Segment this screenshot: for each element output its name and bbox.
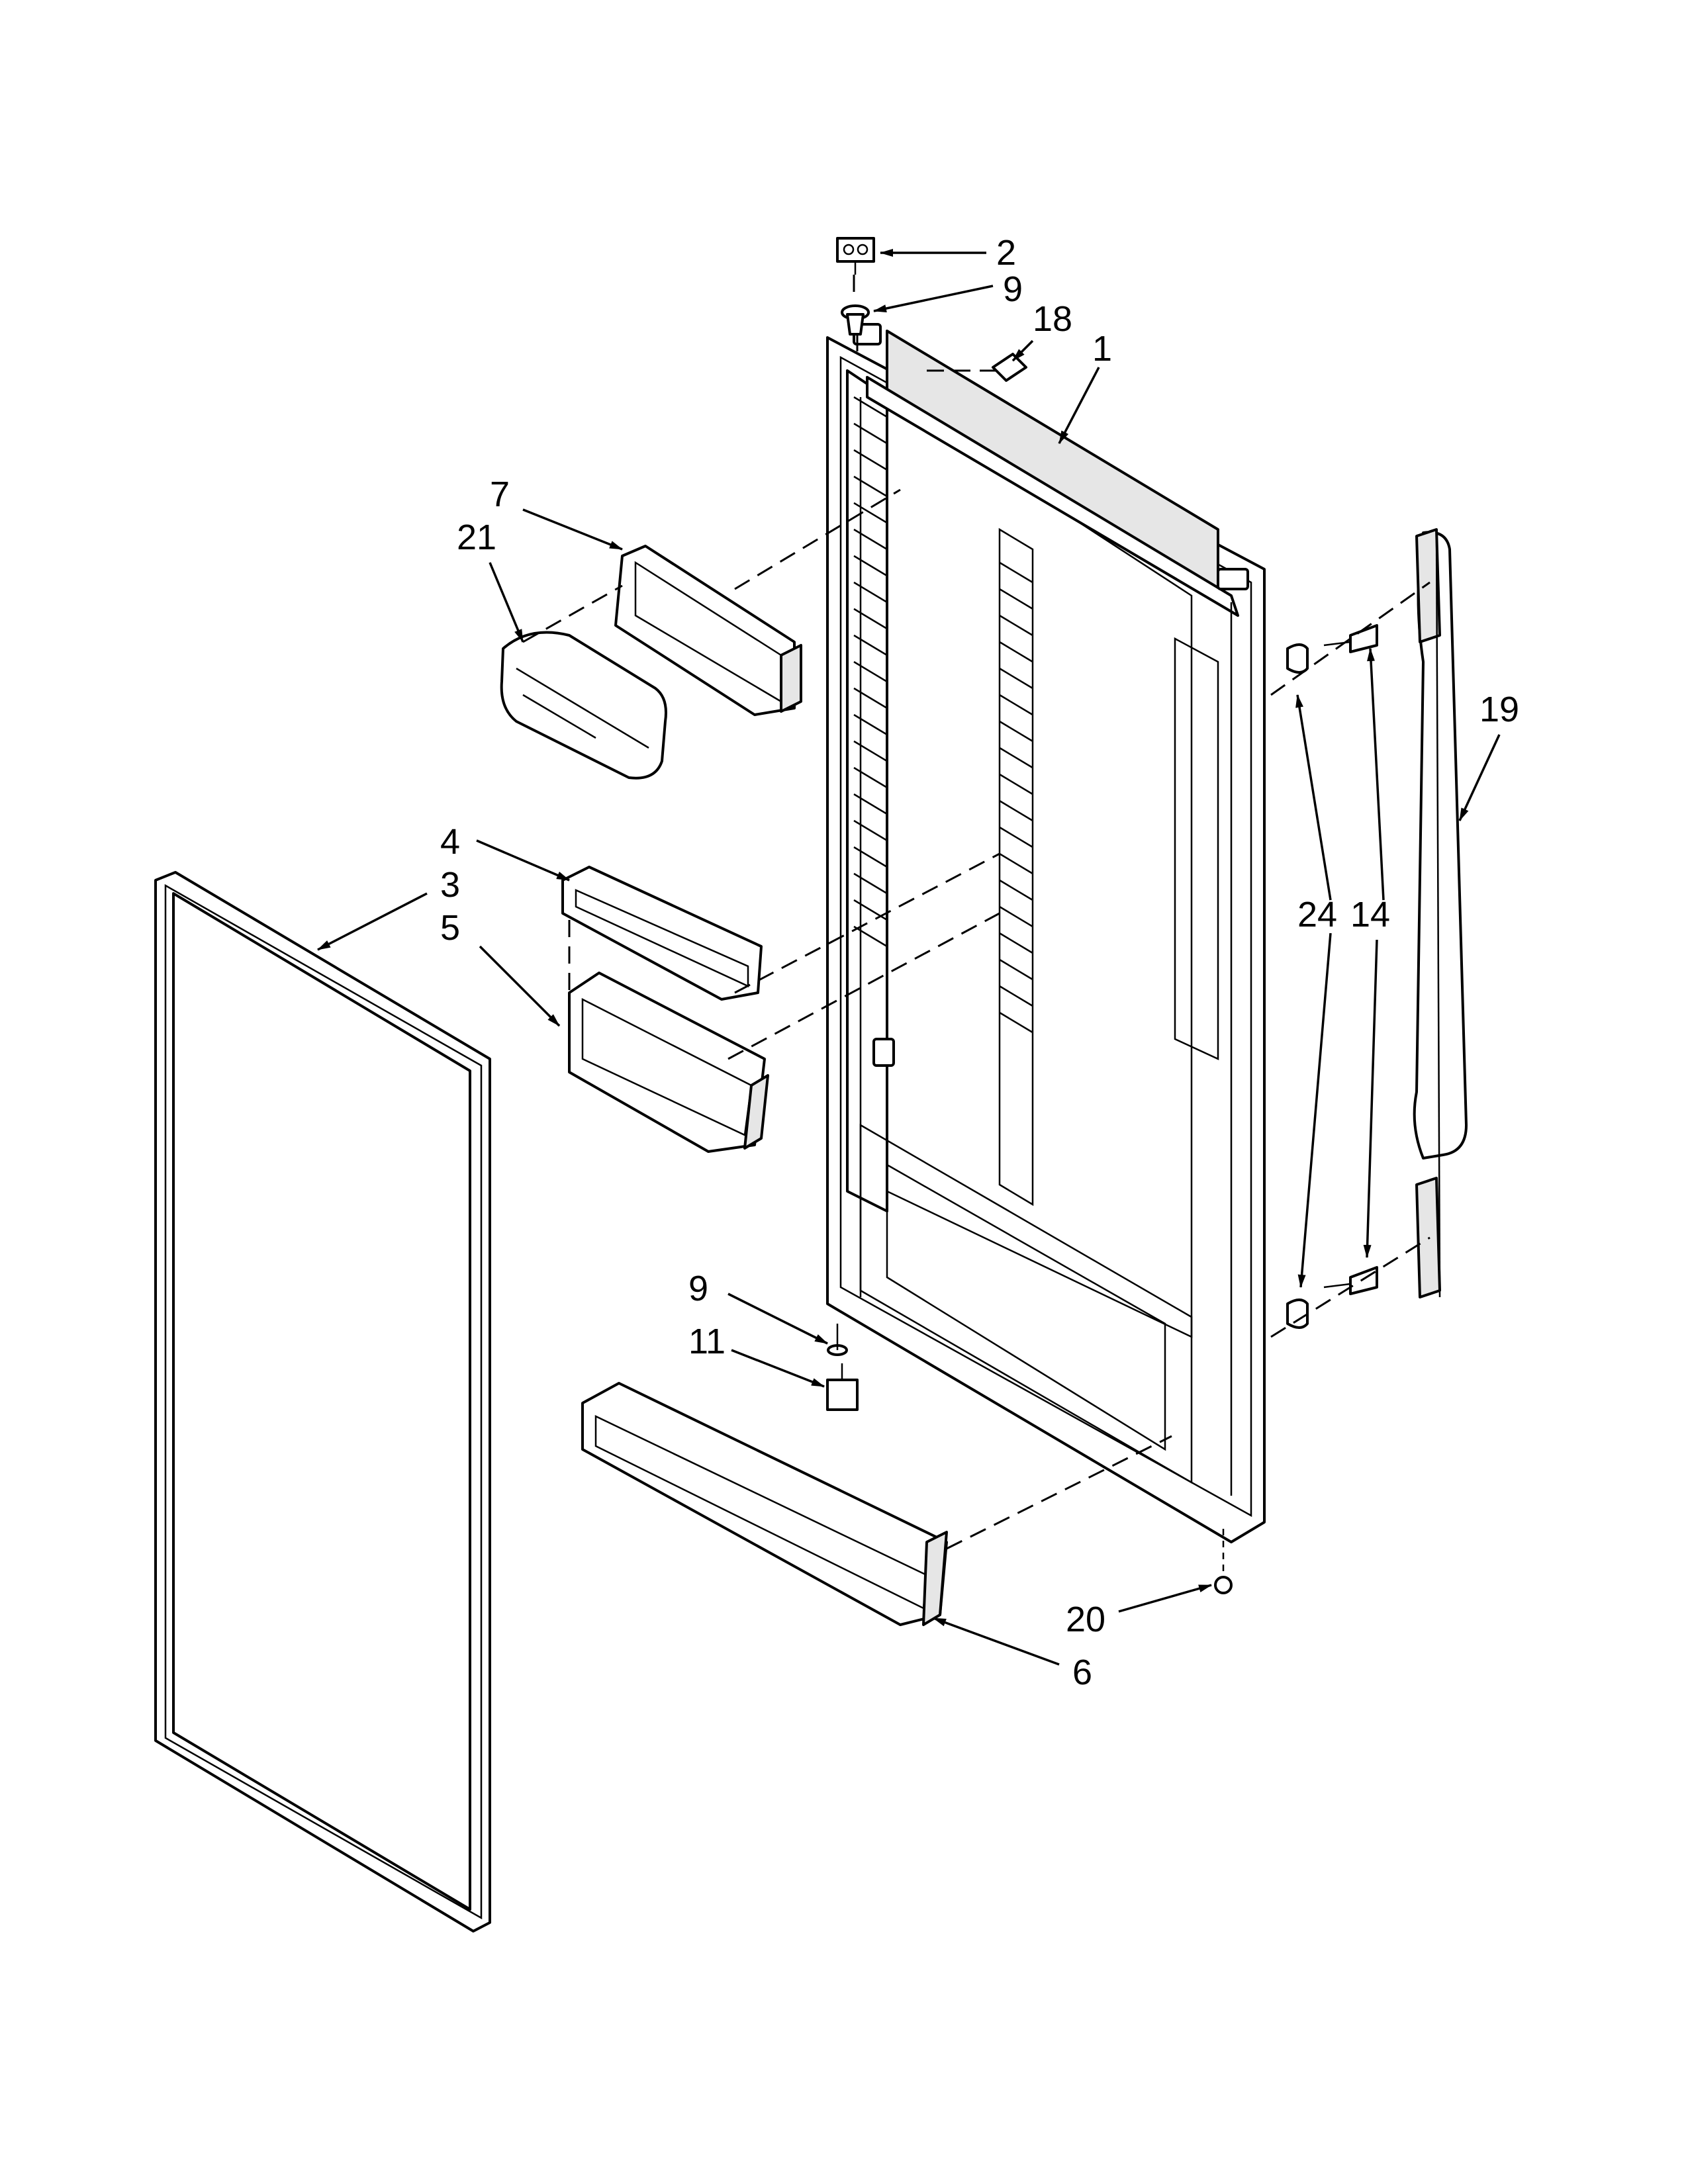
bottom-hinge-pin	[827, 1324, 848, 1356]
callout-4: 4	[440, 822, 460, 862]
callout-21: 21	[457, 518, 496, 557]
door-liner	[826, 323, 1266, 1543]
door-handle-19	[1413, 528, 1468, 1298]
alignment-lines	[522, 275, 1430, 1550]
callout-20: 20	[1066, 1600, 1105, 1639]
door-bin-7	[614, 545, 802, 716]
callout-labels: 2 9 18 1 7 21 19 4 3 5 24 14 9 11 20 6	[440, 233, 1519, 1692]
plug-20	[1214, 1529, 1233, 1594]
callout-7: 7	[490, 475, 510, 514]
callout-14: 14	[1350, 895, 1390, 934]
bottom-hinge-11	[826, 1363, 859, 1411]
leader-arrows	[317, 249, 1501, 1666]
label-18	[992, 353, 1027, 382]
callout-11: 11	[688, 1322, 726, 1361]
callout-5: 5	[440, 908, 460, 948]
handle-clip-top-24	[1286, 643, 1309, 674]
door-gasket	[154, 871, 491, 1933]
callout-6: 6	[1072, 1653, 1092, 1692]
callout-9-top: 9	[1003, 269, 1023, 309]
left-shelf-ribs	[853, 396, 888, 948]
callout-2: 2	[996, 233, 1016, 273]
door-bin-5	[568, 972, 769, 1153]
screw-top-14	[1323, 624, 1378, 653]
screw-bottom-14	[1323, 1266, 1378, 1295]
callout-1: 1	[1092, 329, 1112, 369]
callout-19: 19	[1479, 690, 1519, 729]
callout-9-bottom: 9	[688, 1269, 708, 1308]
hinge-bushing-top	[841, 304, 870, 336]
crisper-cover-21	[500, 631, 667, 780]
center-shelf-ribs	[998, 527, 1034, 1206]
callout-18: 18	[1033, 299, 1072, 339]
callout-3: 3	[440, 865, 460, 905]
handle-clip-bottom-24	[1286, 1298, 1309, 1329]
bottom-door-bin-6	[581, 1382, 948, 1626]
callout-24: 24	[1297, 895, 1337, 934]
top-hinge	[836, 237, 875, 275]
